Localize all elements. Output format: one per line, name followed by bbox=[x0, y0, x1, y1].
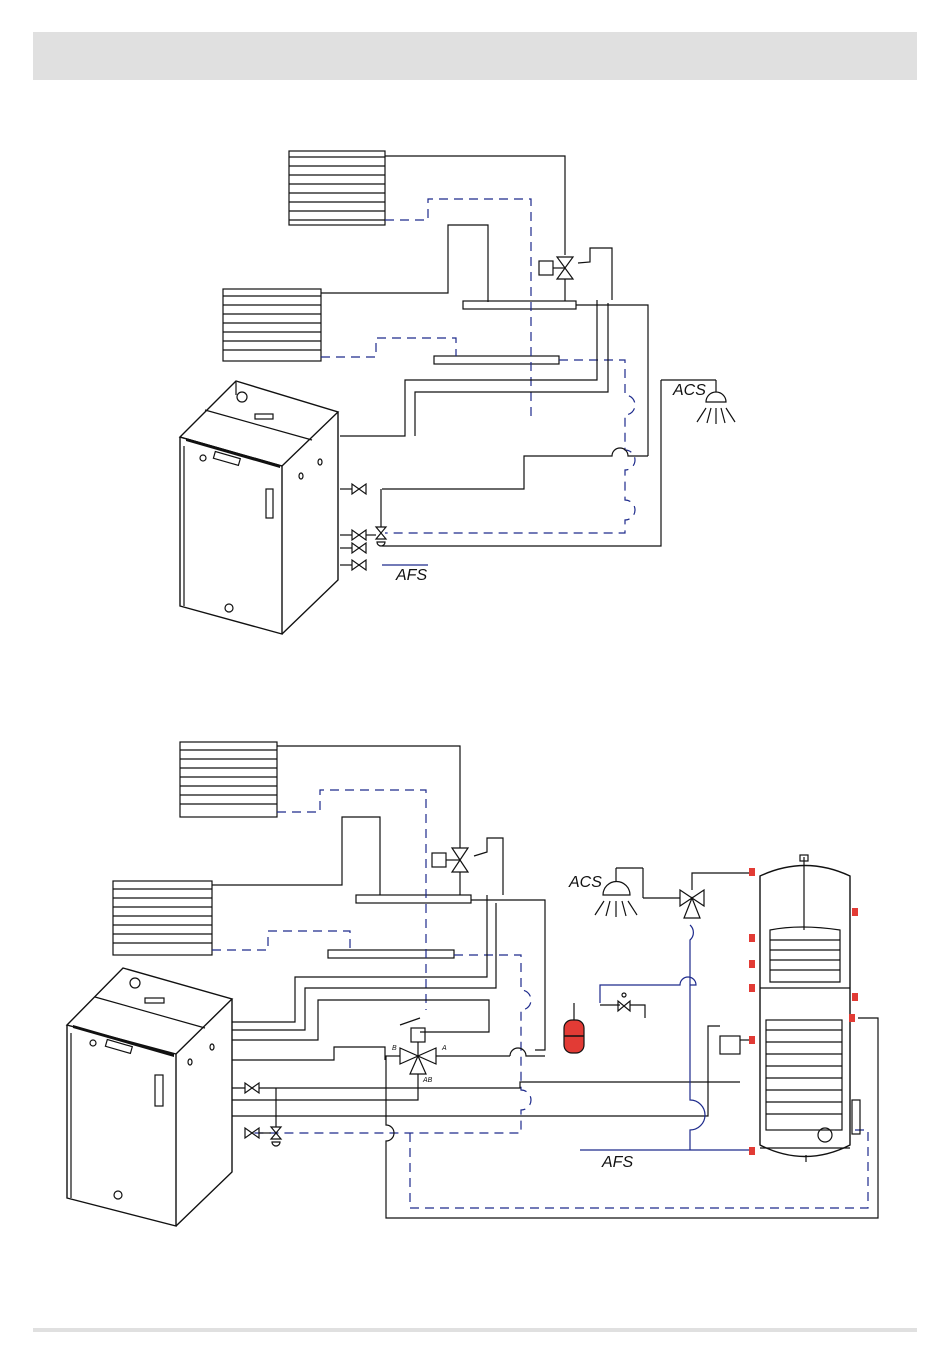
valve-icon bbox=[245, 1083, 259, 1138]
port-b-label: B bbox=[392, 1045, 397, 1052]
acs-label: ACS bbox=[672, 382, 706, 399]
afs-label: AFS bbox=[601, 1154, 633, 1171]
radiator-icon bbox=[180, 742, 277, 817]
radiator-icon bbox=[289, 151, 385, 225]
three-way-valve-icon bbox=[385, 1018, 510, 1074]
valve-icon bbox=[680, 873, 752, 918]
port-a-label: A bbox=[441, 1045, 447, 1052]
header-band bbox=[33, 32, 917, 80]
valve-icon bbox=[539, 248, 612, 301]
radiator-icon bbox=[223, 289, 321, 361]
acs-label: ACS bbox=[568, 874, 602, 891]
shower-head-icon bbox=[595, 868, 680, 917]
port-ab-label: AB bbox=[422, 1077, 433, 1084]
valve-icon bbox=[352, 484, 366, 570]
valve-icon bbox=[618, 993, 630, 1011]
boiler-icon bbox=[180, 381, 338, 634]
footer-rule bbox=[33, 1328, 917, 1332]
valve-icon bbox=[432, 838, 503, 895]
controller-box bbox=[720, 1036, 740, 1054]
schematic-diagram-1: ACS AFS bbox=[0, 130, 950, 650]
afs-label: AFS bbox=[395, 567, 427, 584]
schematic-diagram-2: B A AB ACS bbox=[0, 730, 950, 1230]
storage-tank-icon bbox=[749, 855, 860, 1162]
boiler-icon bbox=[67, 968, 232, 1226]
expansion-vessel-icon bbox=[564, 1003, 584, 1053]
pump-icon bbox=[376, 489, 386, 546]
radiator-icon bbox=[113, 881, 212, 955]
pump-icon bbox=[271, 1088, 281, 1146]
